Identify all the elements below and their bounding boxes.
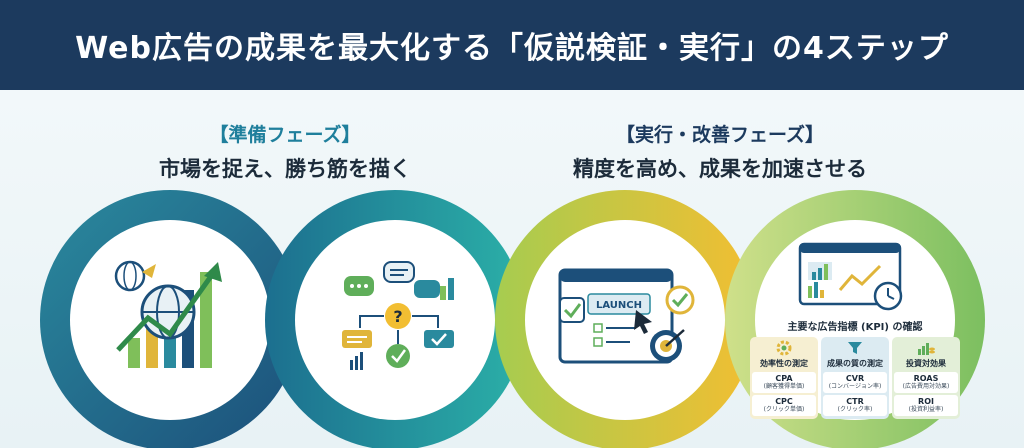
kpi-metric-desc: (広告費用対効果)	[902, 383, 950, 390]
kpi-column-quality: 成果の質の測定 CVR (コンバージョン率) CTR (クリック率)	[821, 337, 889, 419]
kpi-metric-desc: (コンバージョン率)	[828, 383, 882, 390]
hypothesis-flow-icon: ?	[342, 261, 454, 370]
header-banner: Web広告の成果を最大化する「仮説検証・実行」の4ステップ	[0, 0, 1024, 90]
coins-chart-icon	[894, 340, 958, 356]
market-analysis-icon	[114, 260, 222, 368]
kpi-column-roi: 投資対効果 ROAS (広告費用対効果) ROI (投資利益率)	[892, 337, 960, 419]
phase-execution: 【実行・改善フェーズ】 精度を高め、成果を加速させる	[560, 120, 880, 183]
phase-preparation: 【準備フェーズ】 市場を捉え、勝ち筋を描く	[140, 120, 430, 183]
kpi-columns: 効率性の測定 CPA (顧客獲得単価) CPC (クリック単価) 成果の質の測定…	[750, 337, 960, 419]
kpi-column-efficiency: 効率性の測定 CPA (顧客獲得単価) CPC (クリック単価)	[750, 337, 818, 419]
page-title: Web広告の成果を最大化する「仮説検証・実行」の4ステップ	[75, 31, 949, 66]
funnel-icon	[823, 340, 887, 356]
kpi-metric-name: CPC	[775, 397, 793, 406]
kpi-metric: CPC (クリック単価)	[752, 395, 816, 416]
svg-text:?: ?	[393, 307, 402, 326]
kpi-column-heading: 効率性の測定	[760, 359, 808, 368]
kpi-metric-name: ROI	[918, 397, 934, 406]
launch-label: LAUNCH	[596, 300, 642, 311]
kpi-metric-name: CTR	[846, 397, 864, 406]
kpi-metric: CVR (コンバージョン率)	[823, 372, 887, 393]
kpi-metric: CTR (クリック率)	[823, 395, 887, 416]
phase-tag: 【準備フェーズ】	[209, 124, 361, 146]
launch-icon: LAUNCH	[558, 268, 695, 364]
kpi-metric: ROI (投資利益率)	[894, 395, 958, 416]
kpi-title: 主要な広告指標 (KPI) の確認	[787, 322, 923, 333]
kpi-metric-desc: (顧客獲得単価)	[763, 383, 805, 390]
phase-subtitle: 精度を高め、成果を加速させる	[573, 157, 867, 181]
kpi-metric-desc: (クリック単価)	[763, 406, 805, 413]
kpi-metric-name: ROAS	[913, 374, 939, 383]
kpi-dashboard-icon	[798, 242, 903, 311]
phase-tag: 【実行・改善フェーズ】	[615, 124, 825, 146]
kpi-metric-name: CVR	[845, 374, 865, 383]
gear-icon	[752, 340, 816, 356]
kpi-metric-name: CPA	[775, 374, 793, 383]
phase-subtitle: 市場を捉え、勝ち筋を描く	[159, 157, 411, 181]
kpi-metric: CPA (顧客獲得単価)	[752, 372, 816, 393]
kpi-column-heading: 成果の質の測定	[827, 359, 883, 368]
kpi-metric-desc: (クリック率)	[837, 406, 873, 413]
kpi-panel: 主要な広告指標 (KPI) の確認 効率性の測定 CPA (顧客獲得単価) CP…	[750, 318, 960, 419]
kpi-column-heading: 投資対効果	[906, 359, 946, 368]
kpi-metric-desc: (投資利益率)	[908, 406, 944, 413]
kpi-metric: ROAS (広告費用対効果)	[894, 372, 958, 393]
